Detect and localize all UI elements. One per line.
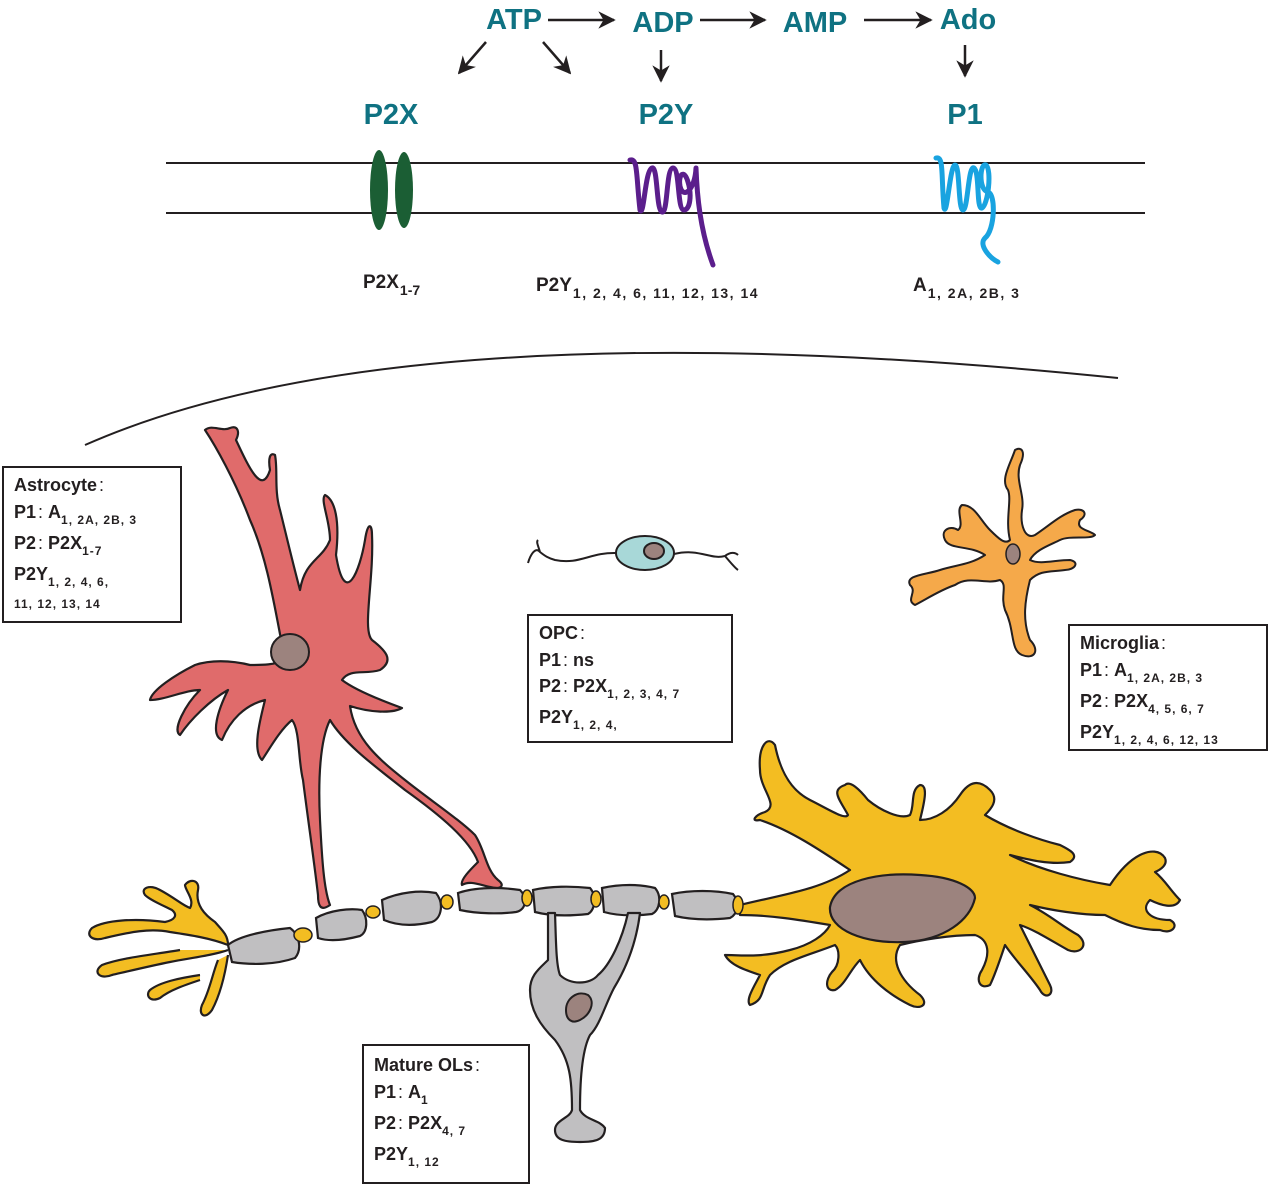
- p2x-subtypes-label: P2X1-7: [363, 272, 420, 298]
- astrocyte-receptor-box: Astrocyte: P1:A1, 2A, 2B, 3 P2:P2X1-7 P2…: [2, 466, 182, 623]
- molecule-ado: Ado: [940, 4, 996, 36]
- opc-process-right: [673, 551, 739, 571]
- node-of-ranvier: [365, 905, 381, 919]
- nodes-of-ranvier: [293, 889, 744, 943]
- microglia-p1-receptor: A: [1114, 660, 1128, 680]
- microglia-receptor-box: Microglia: P1:A1, 2A, 2B, 3 P2:P2X4, 5, …: [1068, 624, 1268, 751]
- molecule-atp: ATP: [486, 4, 542, 36]
- astrocyte-title: Astrocyte: [14, 475, 98, 495]
- astrocyte-p2y-receptor: P2Y: [14, 564, 49, 584]
- receptor-family-p2y: P2Y: [639, 99, 694, 131]
- receptor-family-p2x: P2X: [364, 99, 419, 131]
- mature-ol-cell: [528, 911, 642, 1144]
- p1-subtypes-label: A1, 2A, 2B, 3: [913, 275, 1020, 301]
- astrocyte-p2x-receptor: P2X: [48, 533, 83, 553]
- opc-process-left: [527, 539, 618, 564]
- arrow-atp-to-p2y: [542, 41, 572, 75]
- node-of-ranvier: [521, 889, 533, 907]
- astrocyte-p1-receptor: A: [48, 502, 62, 522]
- microglia-p2y-receptor: P2Y: [1080, 722, 1115, 742]
- tissue-boundary-curve: [84, 351, 1119, 446]
- myelin-segment: [531, 885, 596, 917]
- myelin-segment: [600, 883, 661, 917]
- mature-ols-p2y-receptor: P2Y: [374, 1144, 409, 1164]
- astrocyte-nucleus: [270, 633, 310, 671]
- microglia-cell: [908, 447, 1096, 658]
- cell-membrane: [166, 162, 1145, 214]
- node-of-ranvier: [732, 895, 744, 915]
- myelin-segment: [456, 886, 526, 915]
- p2y-subtypes-label: P2Y1, 2, 4, 6, 11, 12, 13, 14: [536, 275, 759, 301]
- mature-ols-p2x-receptor: P2X: [408, 1113, 443, 1133]
- astrocyte-p2y-subtypes-cont: 11, 12, 13, 14: [14, 597, 101, 611]
- molecule-adp: ADP: [632, 7, 693, 39]
- node-of-ranvier: [590, 890, 602, 908]
- p1-gpcr-icon: [933, 155, 1001, 265]
- microglia-nucleus: [1005, 543, 1021, 565]
- molecule-amp: AMP: [783, 7, 847, 39]
- astrocyte-cell: [148, 426, 503, 909]
- myelin-segment: [380, 890, 442, 926]
- opc-p1-receptor: ns: [573, 650, 595, 670]
- p2x-channel-icon: [370, 150, 413, 230]
- myelin-segment: [314, 908, 368, 942]
- mature-ols-p1-receptor: A: [408, 1082, 422, 1102]
- myelin-segment: [226, 926, 301, 965]
- opc-p2x-receptor: P2X: [573, 676, 608, 696]
- p2y-gpcr-icon: [627, 157, 716, 268]
- opc-cell: [527, 535, 739, 571]
- neuron-nucleus: [828, 873, 977, 944]
- pathway-arrows: [457, 11, 974, 83]
- node-of-ranvier: [658, 894, 670, 910]
- node-of-ranvier: [440, 894, 454, 910]
- opc-receptor-box: OPC: P1:ns P2:P2X1, 2, 3, 4, 7 P2Y1, 2, …: [527, 614, 733, 743]
- myelin-segment: [670, 889, 739, 921]
- neuron-cell: [723, 740, 1182, 1009]
- microglia-title: Microglia: [1080, 633, 1160, 653]
- mature-ols-receptor-box: Mature OLs: P1:A1 P2:P2X4, 7 P2Y1, 12: [362, 1044, 530, 1184]
- microglia-p2x-receptor: P2X: [1114, 691, 1149, 711]
- opc-p2y-receptor: P2Y: [539, 707, 574, 727]
- opc-nucleus: [643, 542, 665, 560]
- axon-terminal: [88, 879, 230, 1017]
- receptor-family-p1: P1: [947, 99, 982, 131]
- myelin-sheath: [226, 883, 739, 965]
- opc-title: OPC: [539, 623, 579, 643]
- node-of-ranvier: [293, 927, 313, 943]
- arrow-atp-to-p2x: [457, 41, 487, 75]
- mature-ols-title: Mature OLs: [374, 1055, 474, 1075]
- mature-ol-nucleus: [564, 992, 593, 1023]
